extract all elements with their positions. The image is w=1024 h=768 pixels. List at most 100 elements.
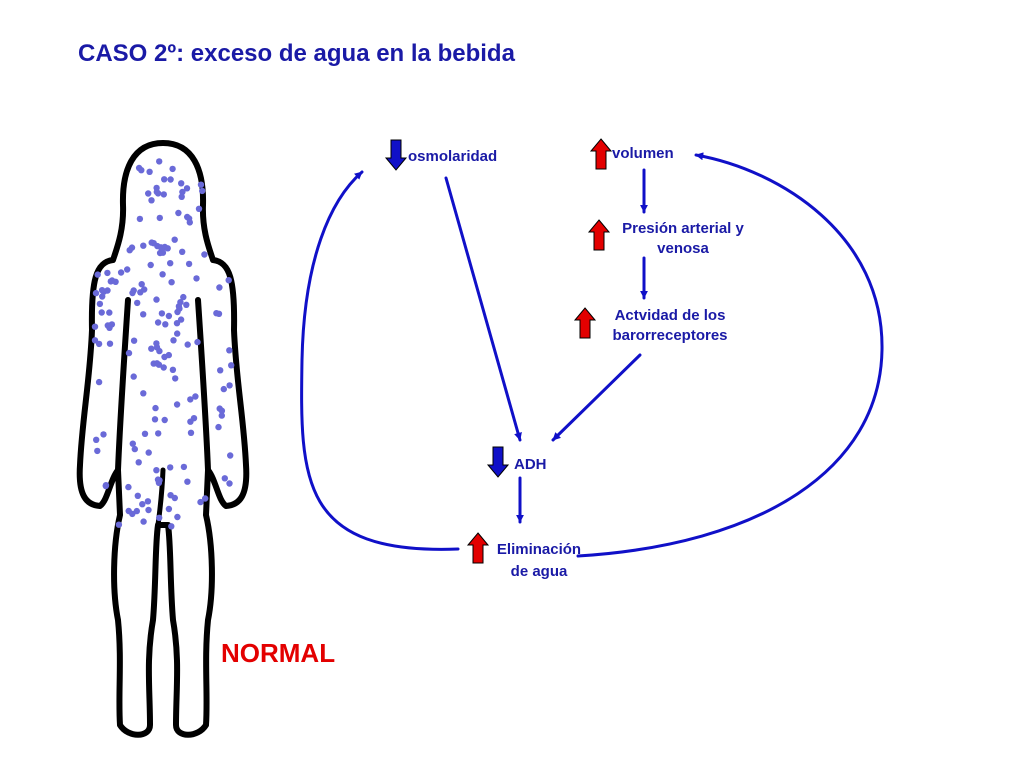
water-dot <box>106 340 114 347</box>
label-eliminacion-2: de agua <box>511 563 568 580</box>
water-dot <box>153 467 160 474</box>
water-dot <box>167 260 174 267</box>
loop-eliminacion-to-volumen <box>576 152 884 558</box>
label-baro-2: barorreceptores <box>612 327 727 344</box>
arm-inner-left <box>115 297 131 473</box>
water-dot <box>227 452 234 459</box>
water-dot <box>180 463 188 471</box>
water-dot <box>138 281 145 288</box>
water-dot <box>171 236 178 243</box>
up-arrow-icon <box>573 307 597 339</box>
up-arrow-icon <box>589 138 613 170</box>
water-dot <box>130 337 138 344</box>
water-dot <box>137 289 144 296</box>
water-dot <box>215 423 222 431</box>
water-dot <box>226 347 233 354</box>
water-dot <box>98 309 105 316</box>
water-dot <box>145 449 152 456</box>
water-dot <box>184 478 191 485</box>
water-dot <box>178 193 185 200</box>
node-labels: osmolaridad volumen Presión arterial y v… <box>408 145 745 580</box>
water-dot <box>173 320 181 327</box>
water-dot <box>140 311 147 318</box>
water-dot <box>129 440 136 447</box>
water-dot <box>144 498 152 505</box>
water-dot <box>164 245 171 252</box>
water-dot <box>156 214 163 222</box>
water-dot <box>192 393 199 400</box>
water-dot <box>145 190 152 197</box>
water-dot <box>156 347 163 355</box>
label-volumen: volumen <box>612 145 674 162</box>
label-baro-1: Actvidad de los <box>615 307 726 324</box>
water-dot <box>162 321 169 328</box>
up-arrow-icon <box>587 219 611 251</box>
water-dot <box>178 180 185 187</box>
water-dot <box>146 168 153 175</box>
water-dot <box>126 247 133 254</box>
water-dot <box>153 340 160 347</box>
water-dot <box>106 309 113 316</box>
water-dot <box>161 353 168 361</box>
water-dot <box>135 459 142 466</box>
water-dot <box>158 310 166 317</box>
water-dot <box>125 507 132 515</box>
water-dot <box>225 277 232 284</box>
water-dots <box>91 158 235 530</box>
water-dot <box>199 187 206 195</box>
water-dot <box>156 514 163 521</box>
water-dot <box>154 319 162 326</box>
water-dot <box>100 431 107 438</box>
water-dot <box>148 197 155 204</box>
water-dot <box>91 323 99 330</box>
water-dot <box>187 429 195 436</box>
water-dot <box>134 492 141 499</box>
water-dot <box>95 378 103 386</box>
water-dot <box>96 300 104 308</box>
water-dot <box>112 278 119 285</box>
water-dot <box>156 477 163 484</box>
water-dot <box>125 349 133 357</box>
water-dot <box>186 219 193 226</box>
water-dot <box>147 261 154 269</box>
water-dot <box>104 287 111 294</box>
water-dot <box>134 299 141 307</box>
body-figure <box>76 140 250 738</box>
water-dot <box>183 185 191 192</box>
water-dot <box>197 181 205 188</box>
water-dot <box>168 279 175 286</box>
water-dot <box>180 293 187 301</box>
up-arrow-icon <box>466 532 490 564</box>
water-dot <box>138 167 145 174</box>
water-dot <box>99 293 106 300</box>
water-dot <box>98 287 106 294</box>
water-dot <box>93 436 100 443</box>
water-dot <box>226 480 233 487</box>
water-dot <box>216 405 223 412</box>
water-dot <box>157 244 165 251</box>
status-label: NORMAL <box>221 638 336 668</box>
label-eliminacion-1: Eliminación <box>497 541 581 558</box>
water-dot <box>130 287 137 294</box>
water-dot <box>160 364 167 371</box>
water-dot <box>95 340 103 348</box>
water-dot <box>152 404 159 412</box>
water-dot <box>193 275 200 282</box>
water-dot <box>124 266 131 273</box>
water-dot <box>183 301 190 308</box>
water-dot <box>201 251 208 258</box>
label-adh: ADH <box>514 456 547 473</box>
down-arrow-icon <box>384 139 408 171</box>
water-dot <box>156 249 164 257</box>
water-dot <box>141 430 149 437</box>
water-dot <box>168 523 175 530</box>
water-dot <box>187 396 194 403</box>
water-dot <box>145 506 152 514</box>
water-dot <box>218 412 225 419</box>
water-dot <box>202 495 209 502</box>
leg-gap <box>155 467 166 528</box>
water-dot <box>104 269 111 277</box>
arrow-baro-to-adh <box>551 353 642 442</box>
water-dot <box>226 382 233 389</box>
